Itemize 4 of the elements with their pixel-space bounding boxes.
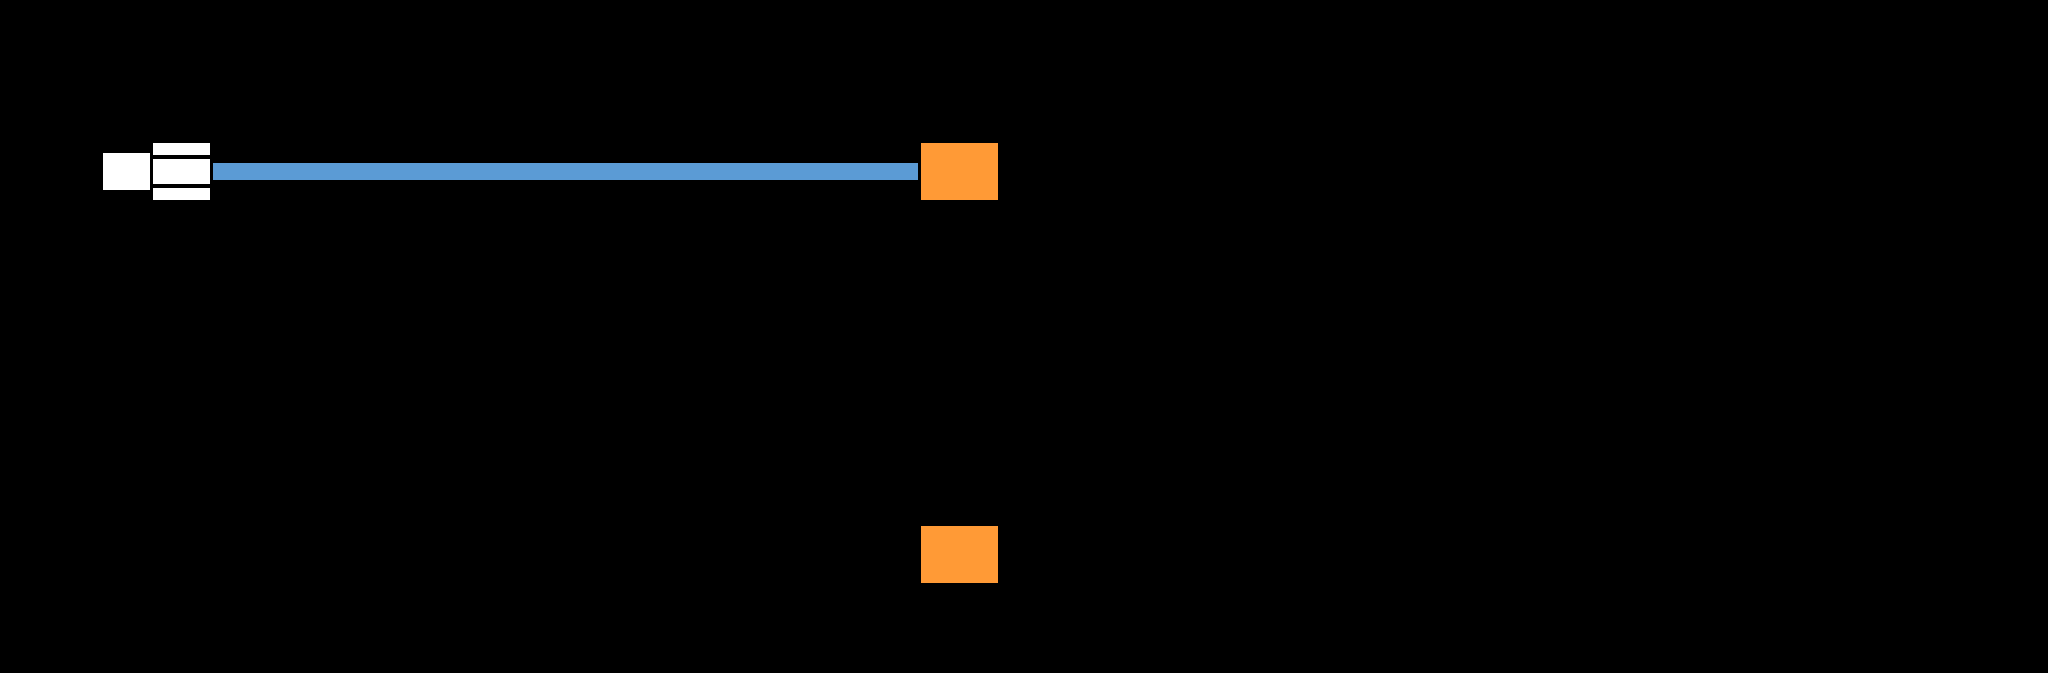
cable-line: [213, 163, 918, 180]
square-block: [921, 526, 998, 583]
square-block: [921, 143, 998, 200]
cable-plug-drawing: [103, 143, 210, 200]
